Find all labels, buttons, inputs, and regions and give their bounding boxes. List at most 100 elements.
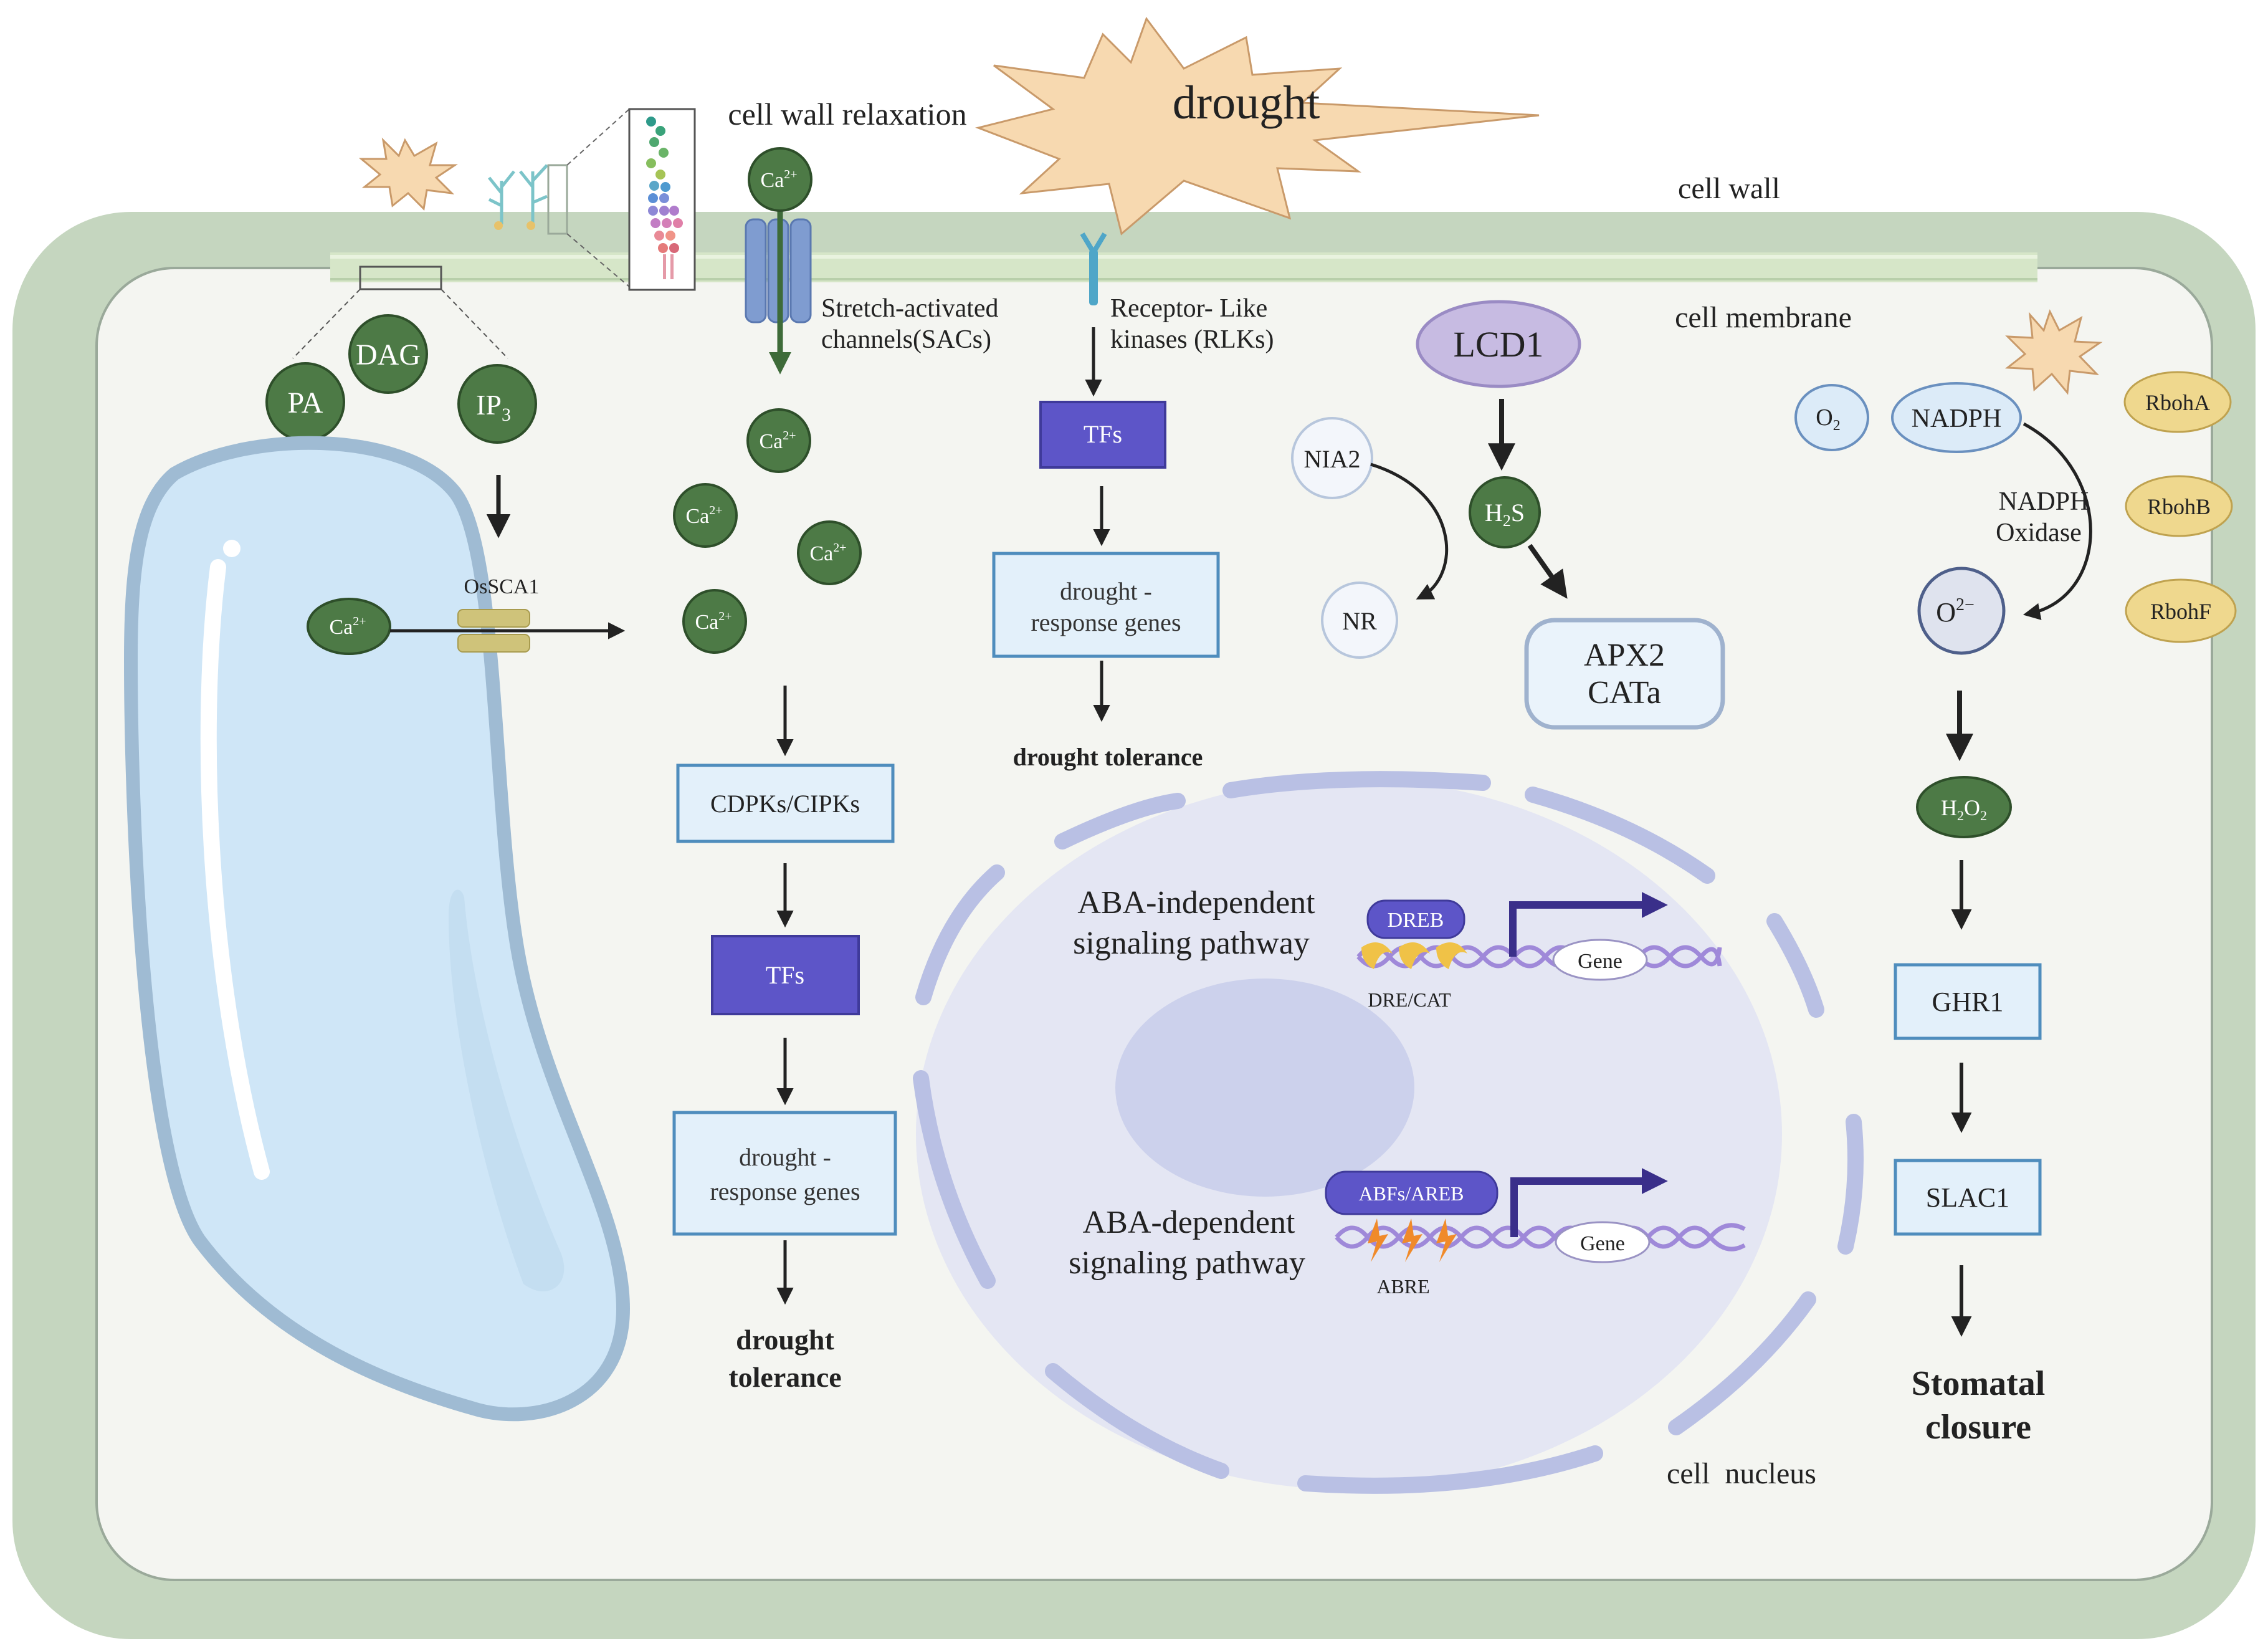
oscsa1-channel-icon: [457, 609, 530, 653]
h2o2-molecule: H2O2: [1916, 776, 2012, 838]
svg-text:LCD1: LCD1: [1454, 324, 1544, 365]
gene-dependent: Gene: [1555, 1221, 1651, 1263]
nadph-molecule: NADPH: [1891, 382, 2022, 453]
cell-wall-fibers-icon: [488, 164, 548, 230]
dreb-factor: DREB: [1366, 899, 1465, 939]
rlk-label-line2: kinases (RLKs): [1110, 325, 1274, 354]
gene-independent: Gene: [1552, 939, 1648, 981]
polysaccharide-chain-icon: [646, 117, 683, 279]
svg-text:H2S: H2S: [1485, 499, 1525, 530]
svg-text:ABFs/AREB: ABFs/AREB: [1359, 1182, 1464, 1205]
sacs-label-line1: Stretch-activated: [821, 294, 999, 323]
nadph-oxidase-label-line2: Oxidase: [1996, 519, 2082, 547]
svg-text:Gene: Gene: [1580, 1232, 1625, 1255]
svg-text:O2: O2: [1816, 404, 1840, 434]
svg-text:APX2: APX2: [1584, 638, 1665, 673]
svg-text:CDPKs/CIPKs: CDPKs/CIPKs: [710, 790, 860, 818]
dna-strand-independent-icon: [1356, 945, 1722, 969]
ca-cyto-1: Ca2+: [746, 408, 811, 473]
stomatal-closure-line2: closure: [1925, 1408, 2031, 1447]
sacs-label-line2: channels(SACs): [821, 325, 991, 354]
svg-text:H2O2: H2O2: [1941, 795, 1987, 823]
rbohB-protein: RbohB: [2125, 475, 2233, 537]
h2s-molecule: H2S: [1469, 476, 1541, 548]
slac1-box: SLAC1: [1894, 1159, 2042, 1236]
dre-cat-label: DRE/CAT: [1368, 988, 1451, 1011]
nr-molecule: NR: [1321, 581, 1398, 659]
rlk-label-line1: Receptor- Like: [1110, 294, 1267, 323]
tfs-box-ca: TFs: [711, 935, 860, 1015]
abre-label: ABRE: [1376, 1275, 1429, 1298]
svg-text:drought -: drought -: [739, 1143, 831, 1171]
lcd1-enzyme: LCD1: [1416, 300, 1581, 388]
aba-independent-label-line2: signaling pathway: [1073, 926, 1310, 961]
nia2-molecule: NIA2: [1291, 417, 1373, 499]
rbohA-protein: RbohA: [2123, 371, 2232, 433]
svg-text:response genes: response genes: [710, 1177, 860, 1205]
cell-nucleus-label: cell nucleus: [1667, 1457, 1816, 1490]
nucleolus: [1115, 979, 1414, 1197]
superoxide-molecule: O2−: [1917, 567, 2006, 655]
svg-text:DAG: DAG: [356, 338, 421, 371]
svg-text:Ca2+: Ca2+: [685, 504, 722, 528]
stress-burst-right: [2004, 309, 2103, 395]
nadph-oxidase-label-line1: NADPH: [1999, 487, 2089, 516]
drought-tolerance-ca-line2: tolerance: [728, 1361, 841, 1393]
dre-cat-element-icon: [1361, 942, 1467, 969]
stress-burst-left: [358, 137, 458, 211]
oscsa1-label: OsSCA1: [464, 575, 540, 598]
svg-text:IP3: IP3: [476, 389, 511, 425]
svg-text:response genes: response genes: [1031, 608, 1181, 636]
svg-text:Ca2+: Ca2+: [695, 610, 731, 634]
svg-text:GHR1: GHR1: [1932, 987, 2004, 1017]
drought-tolerance-rlk: drought tolerance: [1013, 743, 1203, 771]
rbohF-protein: RbohF: [2125, 578, 2237, 643]
svg-text:NADPH: NADPH: [1912, 404, 2002, 433]
ip3-molecule: IP3: [457, 364, 537, 444]
svg-text:RbohA: RbohA: [2145, 390, 2210, 415]
aba-dependent-label-line1: ABA-dependent: [1083, 1205, 1295, 1240]
svg-text:SLAC1: SLAC1: [1926, 1182, 2009, 1213]
ghr1-box: GHR1: [1894, 963, 2042, 1040]
drought-title: drought: [1173, 77, 1320, 129]
cell-wall-label: cell wall: [1678, 172, 1780, 205]
svg-text:NR: NR: [1342, 607, 1377, 635]
svg-text:drought -: drought -: [1060, 577, 1152, 605]
cdpks-cipks-box: CDPKs/CIPKs: [676, 763, 895, 843]
svg-text:RbohF: RbohF: [2150, 599, 2211, 624]
svg-text:Ca2+: Ca2+: [329, 615, 366, 639]
svg-text:PA: PA: [288, 386, 323, 419]
svg-text:DREB: DREB: [1388, 909, 1444, 932]
drought-tolerance-ca-line1: drought: [736, 1324, 834, 1356]
abre-element-icon: [1368, 1218, 1457, 1262]
drought-response-genes-box-ca: drought - response genes: [672, 1111, 897, 1236]
svg-text:Gene: Gene: [1578, 950, 1622, 973]
ca-extracellular: Ca2+: [748, 147, 812, 212]
apx2-cata-box: APX2 CATa: [1524, 618, 1725, 730]
svg-text:RbohB: RbohB: [2147, 494, 2211, 519]
svg-text:Ca2+: Ca2+: [759, 429, 796, 453]
dna-strand-dependent-icon: [1335, 1223, 1746, 1251]
stomatal-closure-line1: Stomatal: [1912, 1364, 2046, 1403]
o2-molecule: O2: [1794, 384, 1869, 451]
drought-burst: [975, 16, 1540, 236]
tfs-box-rlk: TFs: [1039, 401, 1166, 469]
svg-text:O2−: O2−: [1936, 595, 1975, 628]
pa-molecule: PA: [265, 362, 345, 442]
aba-independent-label-line1: ABA-independent: [1077, 885, 1315, 921]
svg-text:CATa: CATa: [1588, 675, 1661, 711]
receptor-like-kinase-icon: [1080, 232, 1107, 305]
ca-vacuole: Ca2+: [307, 598, 391, 655]
drought-response-genes-box-rlk: drought - response genes: [992, 552, 1220, 658]
cell-wall-relaxation-label: cell wall relaxation: [728, 97, 966, 132]
nuclear-envelope: [913, 771, 1864, 1494]
ca-cyto-3: Ca2+: [797, 520, 862, 585]
svg-text:TFs: TFs: [1084, 420, 1122, 448]
ca-cyto-4: Ca2+: [682, 589, 747, 654]
cell-membrane-label: cell membrane: [1675, 301, 1852, 334]
svg-text:TFs: TFs: [766, 961, 804, 989]
abfs-areb-factor: ABFs/AREB: [1325, 1170, 1498, 1215]
svg-text:Ca2+: Ca2+: [760, 168, 797, 192]
